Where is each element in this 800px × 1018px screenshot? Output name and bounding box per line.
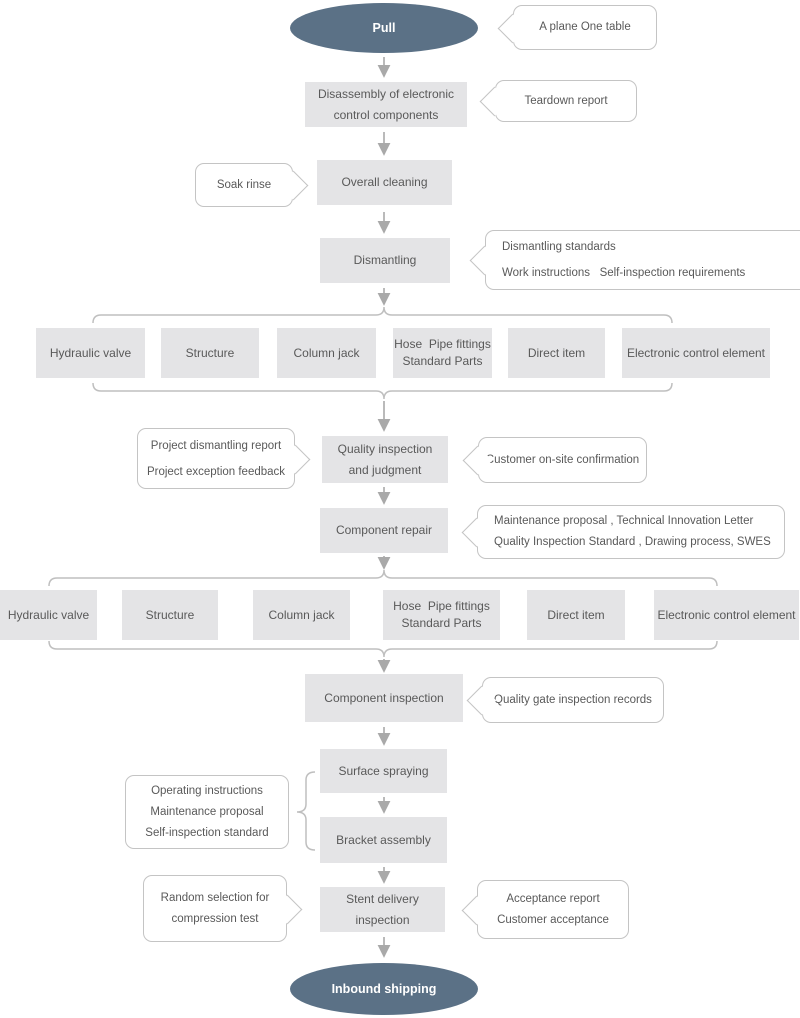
callout-assembly-docs-line1: Operating instructions bbox=[151, 784, 263, 797]
step-disassembly-line1: Disassembly of electronic bbox=[317, 86, 455, 101]
step-component-inspection: Component inspection bbox=[305, 674, 463, 722]
callout-project-feedback: Project dismantling report Project excep… bbox=[137, 428, 311, 489]
branch1-direct-item: Direct item bbox=[508, 328, 605, 378]
branch2-hose-fittings: Hose Pipe fittings Standard Parts bbox=[383, 590, 500, 640]
branch2-electronic-control-label: Electronic control element bbox=[657, 607, 796, 622]
start-terminal: Pull bbox=[290, 3, 478, 53]
callout-repair-docs-line1: Maintenance proposal , Technical Innovat… bbox=[494, 515, 754, 527]
callout-repair-docs-line2: Quality Inspection Standard , Drawing pr… bbox=[494, 536, 771, 548]
callout-plane-table-label: A plane One table bbox=[539, 21, 631, 33]
callout-teardown-report: Teardown report bbox=[479, 80, 637, 122]
callout-soak-rinse-label: Soak rinse bbox=[216, 178, 272, 191]
branch1-hose-fittings-line2: Standard Parts bbox=[402, 354, 483, 368]
callout-teardown-report-label: Teardown report bbox=[524, 94, 608, 107]
callout-compression-test-line1: Random selection for bbox=[160, 891, 270, 904]
step-dismantling: Dismantling bbox=[320, 238, 450, 283]
callout-soak-rinse: Soak rinse bbox=[195, 163, 309, 207]
callout-customer-confirmation-label: Customer on-site confirmation bbox=[485, 453, 640, 466]
step-component-repair-label: Component repair bbox=[335, 523, 433, 537]
brace-assembly-group bbox=[296, 771, 316, 851]
step-component-inspection-label: Component inspection bbox=[324, 690, 444, 705]
callout-compression-test-line2: compression test bbox=[171, 912, 259, 925]
step-component-repair: Component repair bbox=[320, 508, 448, 553]
start-terminal-label: Pull bbox=[372, 21, 396, 35]
branch1-direct-item-label: Direct item bbox=[527, 345, 586, 360]
callout-dismantling-docs-line2: Work instructions Self-inspection requir… bbox=[502, 267, 746, 279]
step-disassembly-line2: control components bbox=[333, 107, 439, 122]
branch2-hose-fittings-line2: Standard Parts bbox=[401, 616, 482, 630]
step-stent-delivery-line1: Stent delivery bbox=[346, 891, 419, 906]
step-quality-inspection: Quality inspection and judgment bbox=[322, 436, 448, 483]
callout-compression-test: Random selection for compression test bbox=[143, 875, 303, 942]
branch1-structure: Structure bbox=[161, 328, 259, 378]
callout-plane-table: A plane One table bbox=[497, 5, 657, 50]
callout-acceptance-line2: Customer acceptance bbox=[497, 913, 609, 926]
branch2-structure-label: Structure bbox=[145, 607, 195, 622]
brace-row2-top bbox=[48, 569, 718, 587]
step-surface-spraying-label: Surface spraying bbox=[338, 763, 429, 778]
step-disassembly: Disassembly of electronic control compon… bbox=[305, 82, 467, 127]
end-terminal: Inbound shipping bbox=[290, 963, 478, 1015]
brace-row2-bottom bbox=[48, 640, 718, 658]
step-bracket-assembly-label: Bracket assembly bbox=[336, 832, 431, 847]
callout-acceptance-line1: Acceptance report bbox=[506, 892, 600, 905]
callout-repair-docs: Maintenance proposal , Technical Innovat… bbox=[461, 505, 785, 559]
branch2-electronic-control: Electronic control element bbox=[654, 590, 799, 640]
branch1-column-jack: Column jack bbox=[277, 328, 376, 378]
branch2-hydraulic-valve: Hydraulic valve bbox=[0, 590, 97, 640]
brace-row1-top bbox=[92, 306, 673, 324]
branch2-hydraulic-valve-label: Hydraulic valve bbox=[7, 607, 90, 622]
callout-project-feedback-line2: Project exception feedback bbox=[146, 465, 286, 478]
branch1-hose-fittings: Hose Pipe fittings Standard Parts bbox=[393, 328, 492, 378]
callout-customer-confirmation: Customer on-site confirmation bbox=[462, 437, 647, 483]
step-quality-inspection-line2: and judgment bbox=[348, 462, 422, 477]
callout-assembly-docs-line2: Maintenance proposal bbox=[150, 805, 264, 818]
step-stent-delivery-inspection: Stent delivery inspection bbox=[320, 887, 445, 932]
branch1-column-jack-label: Column jack bbox=[293, 345, 360, 360]
branch1-hydraulic-valve: Hydraulic valve bbox=[36, 328, 145, 378]
callout-assembly-docs: Operating instructions Maintenance propo… bbox=[125, 775, 289, 849]
callout-quality-gate-label: Quality gate inspection records bbox=[494, 693, 652, 706]
callout-acceptance: Acceptance report Customer acceptance bbox=[461, 880, 629, 939]
callout-dismantling-docs: Dismantling standards Work instructions … bbox=[469, 230, 800, 290]
branch2-direct-item-label: Direct item bbox=[547, 607, 605, 622]
branch2-structure: Structure bbox=[122, 590, 218, 640]
callout-dismantling-docs-line1: Dismantling standards bbox=[502, 241, 616, 253]
branch1-electronic-control: Electronic control element bbox=[622, 328, 770, 378]
step-stent-delivery-line2: inspection bbox=[355, 912, 410, 927]
branch1-structure-label: Structure bbox=[185, 345, 235, 360]
callout-assembly-docs-line3: Self-inspection standard bbox=[145, 826, 269, 839]
branch2-hose-fittings-line1: Hose Pipe fittings bbox=[393, 599, 490, 613]
end-terminal-label: Inbound shipping bbox=[331, 982, 437, 996]
branch2-column-jack-label: Column jack bbox=[268, 607, 335, 622]
step-overall-cleaning: Overall cleaning bbox=[317, 160, 452, 205]
callout-project-feedback-line1: Project dismantling report bbox=[150, 439, 282, 452]
branch1-hydraulic-valve-label: Hydraulic valve bbox=[49, 345, 132, 360]
step-quality-inspection-line1: Quality inspection bbox=[337, 441, 433, 456]
step-bracket-assembly: Bracket assembly bbox=[320, 817, 447, 863]
branch1-hose-fittings-line1: Hose Pipe fittings bbox=[394, 337, 491, 351]
brace-row1-bottom bbox=[92, 382, 673, 400]
callout-quality-gate: Quality gate inspection records bbox=[466, 677, 664, 723]
branch2-direct-item: Direct item bbox=[527, 590, 625, 640]
branch1-electronic-control-label: Electronic control element bbox=[626, 345, 766, 360]
step-overall-cleaning-label: Overall cleaning bbox=[341, 175, 428, 189]
branch2-column-jack: Column jack bbox=[253, 590, 350, 640]
step-surface-spraying: Surface spraying bbox=[320, 749, 447, 793]
step-dismantling-label: Dismantling bbox=[353, 253, 417, 267]
